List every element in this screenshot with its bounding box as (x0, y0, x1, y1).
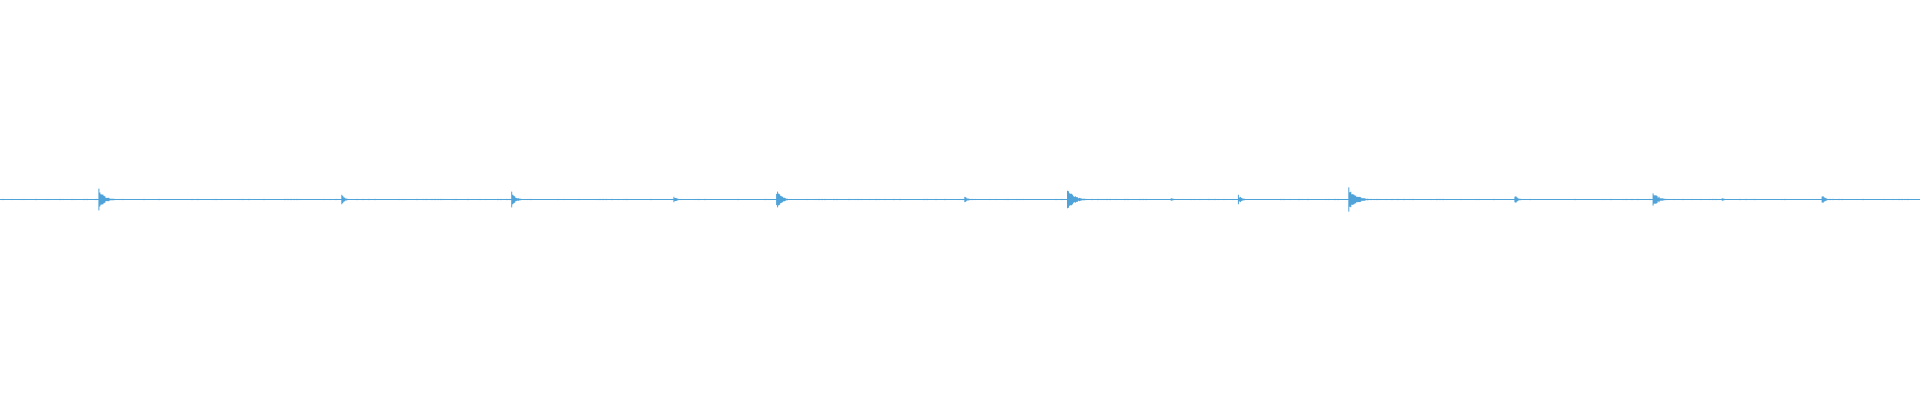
waveform-transient-8 (1170, 198, 1182, 201)
waveform-transient-6 (964, 196, 976, 203)
waveform-transient-4 (673, 196, 685, 203)
waveform-transient-14 (1821, 196, 1833, 203)
waveform-transient-12 (1652, 193, 1669, 206)
waveform-transient-11 (1514, 196, 1526, 203)
waveform-transient-13 (1721, 198, 1733, 201)
waveform-transient-10 (1348, 187, 1372, 212)
waveform-transient-9 (1237, 194, 1249, 205)
waveform-transient-1 (98, 188, 117, 211)
waveform-transient-3 (511, 191, 525, 208)
waveform-transient-2 (341, 194, 353, 205)
waveform-transient-5 (776, 191, 794, 208)
waveform-transient-7 (1067, 190, 1087, 209)
